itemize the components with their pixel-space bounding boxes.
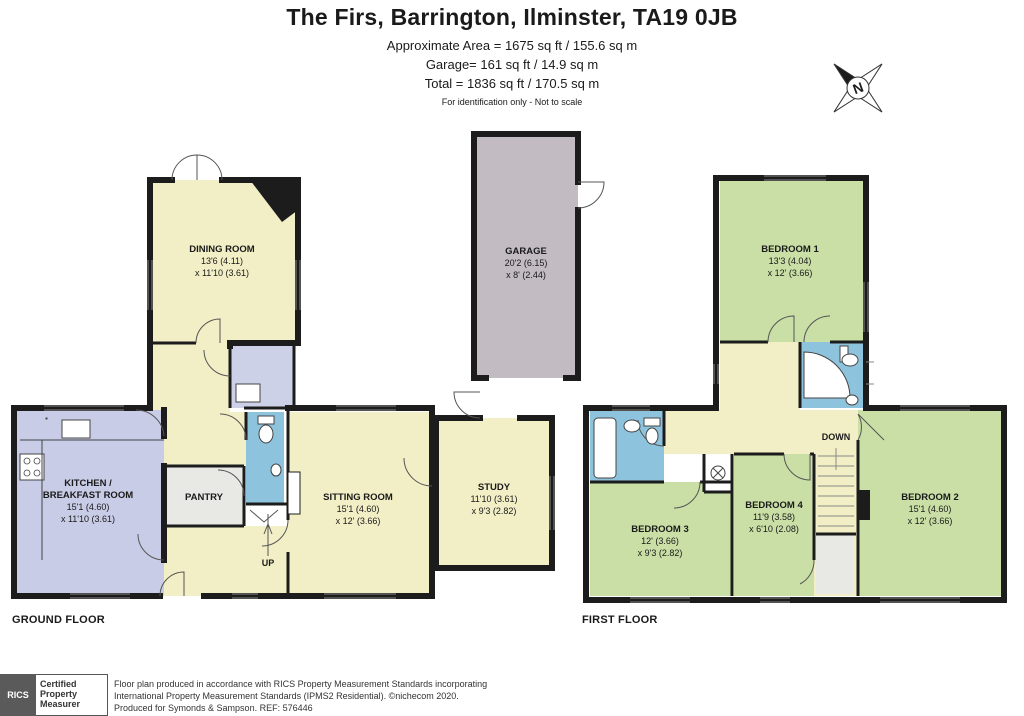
garage-area xyxy=(474,134,578,378)
dining-room-dim2: x 11'10 (3.61) xyxy=(195,268,249,278)
kitchen-dim2: x 11'10 (3.61) xyxy=(61,514,115,524)
rics-cert-line2: Property xyxy=(40,689,78,699)
stairs-down-label: DOWN xyxy=(822,432,851,442)
first-windows xyxy=(612,175,970,603)
footer-notes: Floor plan produced in accordance with R… xyxy=(114,678,487,714)
disclaimer-note: For identification only - Not to scale xyxy=(441,97,583,107)
bedroom1-area xyxy=(720,180,866,342)
bedroom1-dim2: x 12' (3.66) xyxy=(768,268,813,278)
approx-area: Approximate Area = 1675 sq ft / 155.6 sq… xyxy=(386,38,638,53)
rics-cert-line3: Measurer xyxy=(40,699,81,709)
study-dim2: x 9'3 (2.82) xyxy=(472,506,517,516)
bedroom4-dim1: 11'9 (3.58) xyxy=(753,512,795,522)
pantry-name: PANTRY xyxy=(185,492,224,503)
property-title: The Firs, Barrington, Ilminster, TA19 0J… xyxy=(286,4,738,30)
study-dim1: 11'10 (3.61) xyxy=(470,494,517,504)
rics-cert-line1: Certified xyxy=(40,679,77,689)
bedroom4-dim2: x 6'10 (2.08) xyxy=(749,524,799,534)
kitchen-fittings xyxy=(19,417,164,560)
wc-toilet-icon xyxy=(257,415,282,477)
ground-floor-walls xyxy=(11,177,555,599)
sitting-room-dim1: 15'1 (4.60) xyxy=(337,504,380,514)
hall-strip-area xyxy=(164,412,246,466)
ground-windows xyxy=(44,260,555,599)
first-floor-plan: DOWN xyxy=(583,175,1007,603)
garage-dim1: 20'2 (6.15) xyxy=(505,258,548,268)
sitting-room-name: SITTING ROOM xyxy=(323,492,393,503)
footer-line1: Floor plan produced in accordance with R… xyxy=(114,679,488,689)
kitchen-dim1: 15'1 (4.60) xyxy=(67,502,110,512)
sitting-fireplace xyxy=(287,471,301,515)
sitting-room-dim2: x 12' (3.66) xyxy=(336,516,381,526)
cupboard-area xyxy=(816,534,854,594)
stairs-up-label: UP xyxy=(262,558,275,568)
garage-side-door xyxy=(577,181,605,209)
bathroom-fittings xyxy=(593,345,859,479)
bedroom3-name: BEDROOM 3 xyxy=(631,524,689,535)
bedroom3-dim1: 12' (3.66) xyxy=(641,536,679,546)
first-floor-walls xyxy=(583,175,1007,603)
garage-plan: GARAGE 20'2 (6.15) x 8' (2.44) xyxy=(471,131,605,381)
bedroom1-name: BEDROOM 1 xyxy=(761,244,819,255)
footer-line3: Produced for Symonds & Sampson. REF: 576… xyxy=(114,703,313,713)
kitchen-area xyxy=(14,410,164,596)
bedroom4-area xyxy=(734,454,814,596)
bedroom4-name: BEDROOM 4 xyxy=(745,500,803,511)
garage-name: GARAGE xyxy=(505,246,547,257)
ground-floor-plan: UP DINING ROOM 13'6 (4.11) x 11'10 (3.61… xyxy=(11,154,555,599)
landing-area xyxy=(720,342,800,412)
kitchen-hob-icon xyxy=(23,457,41,477)
footer-line2: International Property Measurement Stand… xyxy=(114,691,459,701)
kitchen-name-line1: KITCHEN / xyxy=(64,478,112,489)
study-name: STUDY xyxy=(478,482,511,493)
compass-rose-icon: N xyxy=(833,63,883,113)
garage-area: Garage= 161 sq ft / 14.9 sq m xyxy=(425,57,599,72)
ground-door-swings xyxy=(135,318,481,597)
lower-hall-area xyxy=(164,526,288,596)
study-area xyxy=(436,418,552,568)
pantry-area xyxy=(164,466,244,526)
utility-sink-icon xyxy=(235,383,261,403)
sitting-room-area xyxy=(288,412,430,596)
bedroom2-dim1: 15'1 (4.60) xyxy=(909,504,952,514)
bedroom2-dim2: x 12' (3.66) xyxy=(908,516,953,526)
first-floor-label: FIRST FLOOR xyxy=(582,614,658,626)
bedroom3-area xyxy=(590,482,732,596)
bedroom2-name: BEDROOM 2 xyxy=(901,492,959,503)
rics-certification: Certified Property Measurer xyxy=(36,674,108,716)
dining-chimney xyxy=(250,180,298,222)
rics-logo: RICS xyxy=(0,674,36,716)
dining-room-dim1: 13'6 (4.11) xyxy=(201,256,243,266)
stairs-up xyxy=(249,509,279,556)
rics-badge: RICS Certified Property Measurer xyxy=(0,674,108,716)
total-area: Total = 1836 sq ft / 170.5 sq m xyxy=(424,76,600,91)
dining-room-name: DINING ROOM xyxy=(189,244,255,255)
tank-icon xyxy=(710,465,726,481)
dining-french-doors xyxy=(171,154,223,181)
garage-dim2: x 8' (2.44) xyxy=(506,270,546,280)
bedroom1-dim1: 13'3 (4.04) xyxy=(769,256,812,266)
stairs-down xyxy=(818,448,854,527)
bedroom3-dim2: x 9'3 (2.82) xyxy=(638,548,683,558)
kitchen-name-line2: BREAKFAST ROOM xyxy=(43,490,133,501)
bedroom2-chimney xyxy=(858,490,870,520)
ground-floor-label: GROUND FLOOR xyxy=(12,614,105,626)
bedroom2-area xyxy=(858,410,1004,596)
